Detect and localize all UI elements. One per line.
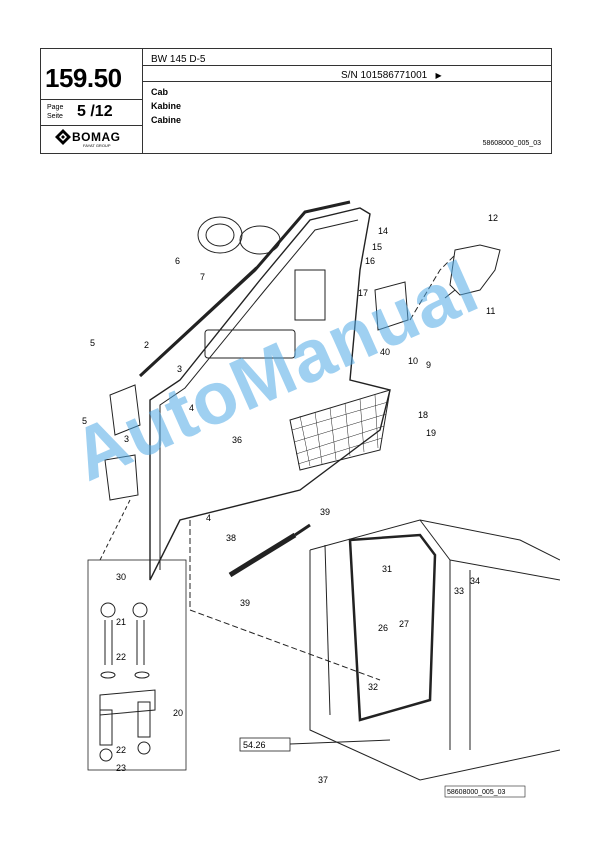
serial-number: S/N 101586771001 ▶ [341,70,442,81]
callout: 5 [90,338,95,348]
callout: 21 [116,617,126,627]
callout: 22 [116,652,126,662]
callout: 34 [470,576,480,586]
drawing-id: 58608000_005_03 [447,789,506,796]
bomag-logo: BOMAG FAYAT GROUP [55,128,135,150]
callout: 15 [372,242,382,252]
callout: 4 [189,403,194,413]
callout: 23 [116,763,126,773]
divider [142,65,552,66]
callout: 22 [116,745,126,755]
callout: 12 [488,213,498,223]
callout: 20 [173,708,183,718]
callout: 27 [399,619,409,629]
page-code: 159.50 [45,63,122,93]
callout: 32 [368,682,378,692]
callout: 39 [320,507,330,517]
callout: 17 [358,288,368,298]
divider [142,81,552,82]
document-id: 58608000_005_03 [482,140,541,147]
callout: 2 [144,340,149,350]
callout: 36 [232,435,242,445]
page-number: 5 /12 [77,103,113,120]
title-block: BW 145 D-5 S/N 101586771001 ▶ 159.50 Pag… [40,48,552,154]
exploded-parts-diagram: 2 3 3 4 4 5 5 6 7 9 10 11 12 14 15 16 17… [82,200,560,798]
callout: 18 [418,410,428,420]
model-label: BW 145 D-5 [151,54,206,65]
callout: 30 [116,572,126,582]
callout: 4 [206,513,211,523]
callout: 9 [426,360,431,370]
divider [142,49,143,153]
callout: 26 [378,623,388,633]
divider [41,125,142,126]
divider [41,99,142,100]
callout: 40 [380,347,390,357]
callout: 37 [318,775,328,785]
callout: 19 [426,428,436,438]
callout: 6 [175,256,180,266]
callout: 31 [382,564,392,574]
title-fr: Cabine [151,115,182,125]
title-de: Kabine [151,101,182,111]
callout: 14 [378,226,388,236]
callout-labels: 2 3 3 4 4 5 5 6 7 9 10 11 12 14 15 16 17… [82,213,506,796]
title-en: Cab [151,87,169,97]
callout: 10 [408,356,418,366]
callout: 11 [486,306,495,316]
callout: 33 [454,586,464,596]
page-label: Page Seite [47,104,64,120]
callout: 5 [82,416,87,426]
bomag-diamond-icon [55,129,71,145]
callout: 38 [226,533,236,543]
ref-box-label: 54.26 [243,740,266,750]
arrow-right-icon: ▶ [435,71,442,80]
callout: 16 [365,256,375,266]
callout: 3 [124,434,129,444]
callout: 7 [200,272,205,282]
callout: 39 [240,598,250,608]
callout: 3 [177,364,182,374]
